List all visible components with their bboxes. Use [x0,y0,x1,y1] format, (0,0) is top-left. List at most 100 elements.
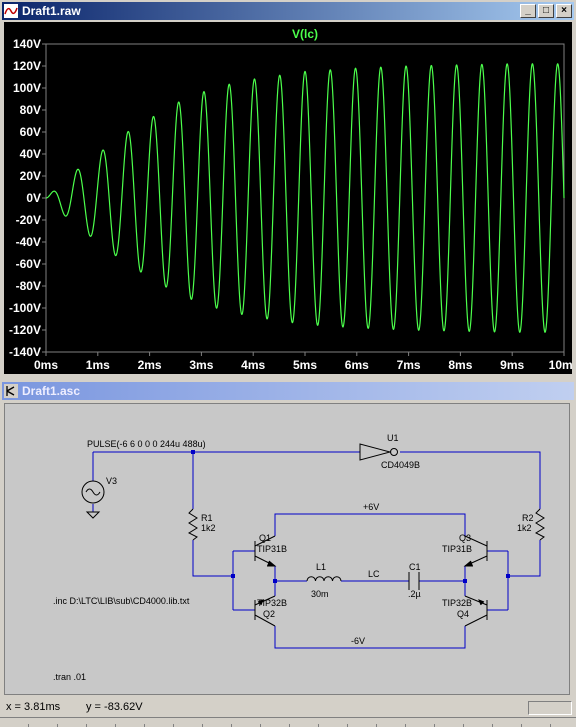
y-tick-label: -140V [9,345,41,359]
pulse-label: PULSE(-6 6 0 0 0 244u 488u) [87,439,206,449]
wire-neg-rail [274,626,466,649]
wire-r1-bottom [192,540,233,577]
schematic-canvas[interactable]: PULSE(-6 6 0 0 0 244u 488u) V3 U1 CD4049… [4,403,570,695]
y-tick-label: 80V [20,103,41,117]
wire-right-base [487,550,509,611]
resize-grip[interactable] [528,701,572,715]
x-tick-label: 2ms [138,358,162,372]
waveform-plot[interactable]: V(lc)140V120V100V80V60V40V20V0V-20V-40V-… [4,22,576,374]
q2-label: Q2 [263,609,275,619]
ground-symbol [85,511,101,519]
neg-rail-label: -6V [351,636,365,646]
q2-arrow [257,599,264,606]
q1-arrow [267,560,277,567]
q3-label: Q3 [459,533,471,543]
y-tick-label: 140V [13,37,41,51]
junction-dot [463,579,467,583]
y-tick-label: 60V [20,125,41,139]
x-tick-label: 0ms [34,358,58,372]
net-lc-label: LC [368,569,380,579]
trace-label: V(lc) [292,27,318,41]
l1-value-label: 30m [311,589,329,599]
u1-part-label: CD4049B [381,460,420,470]
y-tick-label: 20V [20,169,41,183]
waveform-titlebar[interactable]: Draft1.raw _ □ × [2,2,574,20]
junction-dot [506,574,510,578]
r1-value-label: 1k2 [201,523,216,533]
q4-symbol[interactable] [464,595,488,627]
q4-label: Q4 [457,609,469,619]
r1-label: R1 [201,513,213,523]
y-tick-label: -60V [16,257,41,271]
q4-arrow [478,599,485,606]
y-tick-label: 100V [13,81,41,95]
schematic-window: Draft1.asc [0,380,576,698]
plot-frame [45,43,565,353]
u1-bubble [390,448,398,456]
y-tick-label: -100V [9,301,41,315]
x-tick-label: 3ms [189,358,213,372]
r2-value-label: 1k2 [517,523,532,533]
tran-directive[interactable]: .tran .01 [53,672,86,682]
q3-arrow [463,560,473,567]
x-tick-label: 1ms [86,358,110,372]
wire-mid-left [274,566,307,596]
x-tick-label: 6ms [345,358,369,372]
y-tick-label: -80V [16,279,41,293]
maximize-button[interactable]: □ [538,4,554,18]
pos-rail-label: +6V [363,502,379,512]
x-tick-label: 4ms [241,358,265,372]
y-tick-label: 120V [13,59,41,73]
waveform-trace [45,63,565,333]
wire-r2-down [508,540,541,577]
l1-symbol[interactable] [306,576,342,582]
wire-pos-rail [274,513,466,536]
waveform-window-title: Draft1.raw [22,4,81,18]
x-tick-label: 7ms [397,358,421,372]
wire-left-base [232,550,255,611]
y-tick-label: 40V [20,147,41,161]
y-tick-label: -20V [16,213,41,227]
c1-value-label: .2µ [408,589,421,599]
waveform-app-icon [4,4,18,18]
cursor-y-readout: y = -83.62V [86,701,143,713]
wire-mid-right [433,566,466,596]
waveform-window: Draft1.raw _ □ × V(lc) 140V 120V 100V 80V 60V… [2,2,576,374]
v3-symbol[interactable] [81,480,105,504]
x-tick-label: 8ms [448,358,472,372]
x-tick-label: 9ms [500,358,524,372]
u1-symbol[interactable] [359,443,392,461]
close-button[interactable]: × [556,4,572,18]
v3-sine [85,488,101,496]
l1-label: L1 [316,562,326,572]
q4-part-label: TIP32B [442,598,472,608]
wire-u1-out [400,451,541,509]
r2-label: R2 [522,513,534,523]
window-separator [0,376,576,380]
r1-symbol[interactable] [187,508,198,541]
junction-dot [273,579,277,583]
q1-symbol[interactable] [254,535,276,567]
junction-dot [231,574,235,578]
q2-part-label: TIP32B [257,598,287,608]
x-tick-label: 10ms [549,358,572,372]
junction-dot [191,450,195,454]
c1-symbol[interactable] [408,572,420,590]
q2-symbol[interactable] [254,595,276,627]
schematic-window-title: Draft1.asc [22,384,81,398]
minimize-button[interactable]: _ [520,4,536,18]
q1-part-label: TIP31B [257,544,287,554]
y-tick-label: -120V [9,323,41,337]
schematic-titlebar[interactable]: Draft1.asc [2,382,574,400]
cursor-x-readout: x = 3.81ms [6,701,61,713]
schematic-app-icon [4,384,18,398]
q3-part-label: TIP31B [442,544,472,554]
c1-label: C1 [409,562,421,572]
v3-label: V3 [106,476,117,486]
r2-symbol[interactable] [534,508,545,541]
schematic-drawing[interactable]: PULSE(-6 6 0 0 0 244u 488u) V3 U1 CD4049… [5,404,569,694]
status-bar: x = 3.81ms y = -83.62V [0,699,576,717]
include-directive[interactable]: .inc D:\LTC\LIB\sub\CD4000.lib.txt [53,596,190,606]
q1-label: Q1 [259,533,271,543]
